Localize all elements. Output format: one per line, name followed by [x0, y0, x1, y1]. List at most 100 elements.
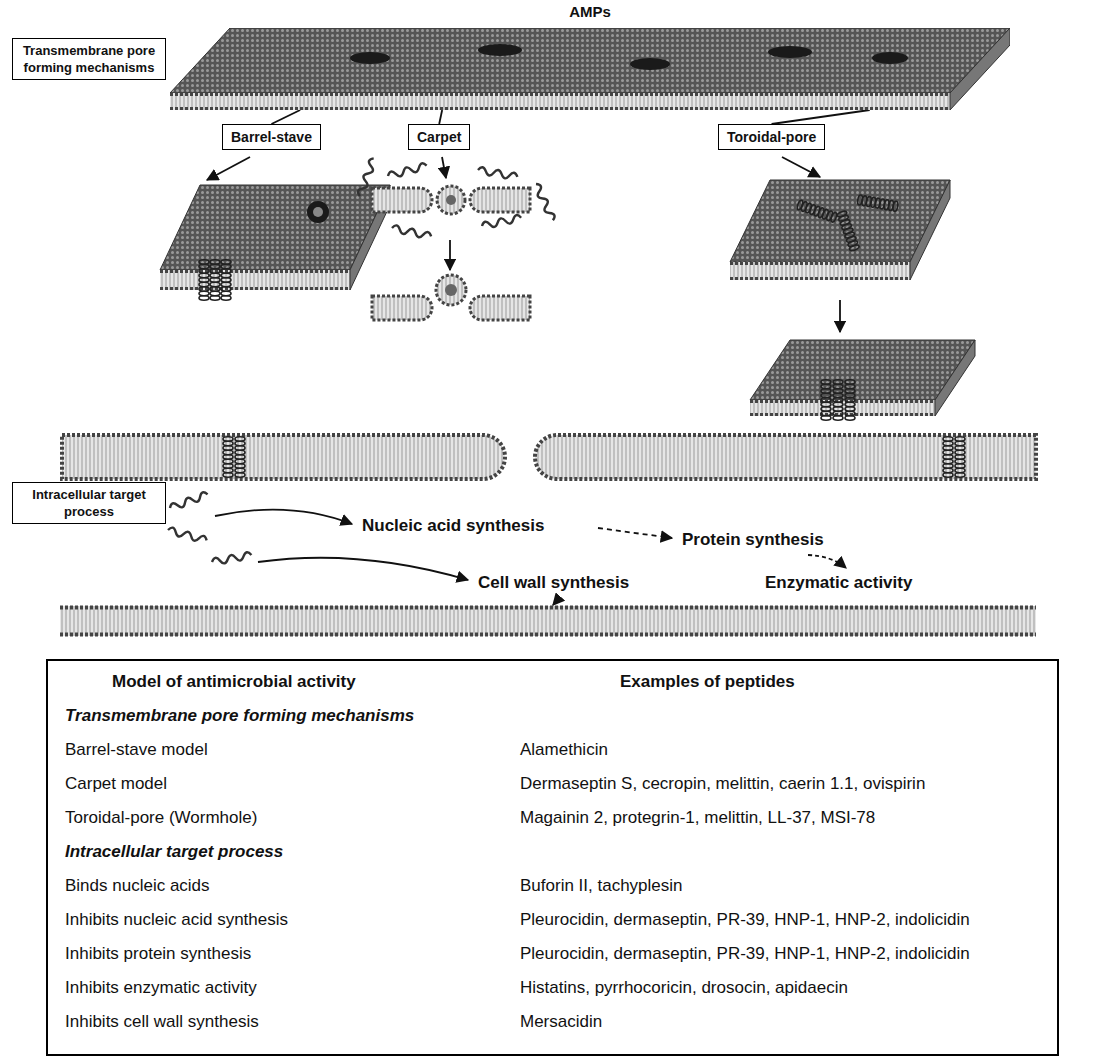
process-arrow — [442, 157, 446, 178]
process-arrow — [553, 597, 560, 605]
table-cell: Inhibits nucleic acid synthesis — [65, 910, 288, 930]
cell-membrane — [60, 606, 1036, 636]
carpet-micelle — [357, 157, 556, 320]
membrane-slab — [630, 58, 670, 70]
membrane-slab — [170, 28, 1010, 110]
carpet-micelle — [470, 296, 530, 320]
barrel-stave-membrane — [160, 270, 350, 273]
connector-line — [772, 110, 870, 124]
table-cell: Pleurocidin, dermaseptin, PR-39, HNP-1, … — [520, 910, 970, 930]
toroidal-pore-membrane — [845, 380, 855, 420]
barrel-stave-membrane — [160, 270, 350, 290]
peptide — [211, 552, 252, 566]
toroidal-pore-membrane — [796, 200, 837, 223]
table-cell: Dermaseptin S, cecropin, melittin, caeri… — [520, 774, 925, 794]
membrane-slab — [768, 46, 812, 58]
table-section: Transmembrane pore forming mechanisms — [65, 706, 414, 726]
cell-membrane — [60, 606, 1036, 610]
process-arrow — [449, 240, 451, 270]
process-arrow — [598, 528, 672, 538]
table-header: Examples of peptides — [620, 672, 795, 692]
table-cell: Histatins, pyrrhocoricin, drosocin, apid… — [520, 978, 848, 998]
carpet-micelle — [387, 162, 427, 179]
cell-membrane — [235, 437, 245, 477]
carpet-micelle — [372, 188, 432, 212]
table-section: Intracellular target process — [65, 842, 283, 862]
table-cell: Alamethicin — [520, 740, 608, 760]
box-text: Intracellular target process — [19, 486, 159, 520]
membrane-slab — [872, 52, 908, 64]
cell-membrane — [62, 435, 505, 479]
membrane-slab — [478, 44, 522, 56]
process-arrow — [782, 157, 820, 177]
toroidal-pore-membrane — [821, 380, 831, 420]
barrel-stave-membrane — [160, 287, 350, 290]
barrel-stave-membrane — [160, 185, 390, 300]
table-frame — [47, 660, 1058, 1055]
carpet-micelle — [437, 186, 465, 214]
barrel-stave-membrane — [313, 207, 323, 217]
table-cell: Mersacidin — [520, 1012, 602, 1032]
carpet-micelle — [533, 183, 556, 222]
process-label: Nucleic acid synthesis — [362, 516, 544, 536]
model-box: Barrel-stave — [222, 124, 321, 150]
toroidal-pore-membrane — [730, 277, 910, 280]
membrane-slab — [170, 107, 950, 110]
process-label: Cell wall synthesis — [478, 573, 629, 593]
barrel-stave-membrane — [199, 260, 209, 300]
process-arrow — [207, 157, 250, 180]
carpet-micelle — [357, 157, 377, 197]
cell-membrane — [60, 633, 1036, 637]
toroidal-pore-membrane — [833, 380, 843, 420]
carpet-micelle — [477, 167, 518, 181]
toroidal-pore-membrane — [857, 195, 899, 212]
barrel-stave-membrane — [210, 260, 220, 300]
membrane-slab — [170, 28, 1010, 93]
table-cell: Buforin II, tachyplesin — [520, 876, 683, 896]
cell-membrane — [535, 435, 1036, 479]
box-text: Transmembrane pore forming mechanisms — [19, 42, 159, 76]
cell-membrane — [62, 435, 1036, 479]
carpet-micelle — [445, 284, 457, 296]
table-cell: Binds nucleic acids — [65, 876, 210, 896]
carpet-micelle — [446, 195, 456, 205]
heading-text: AMPs — [170, 3, 1010, 21]
model-box: Carpet — [408, 124, 470, 150]
carpet-micelle — [372, 296, 432, 320]
membrane-slab — [170, 93, 950, 96]
barrel-stave-membrane — [307, 201, 329, 223]
table-cell: Magainin 2, protegrin-1, melittin, LL-37… — [520, 808, 875, 828]
toroidal-pore-membrane — [837, 210, 860, 251]
cell-membrane — [955, 437, 965, 477]
table-cell: Barrel-stave model — [65, 740, 208, 760]
membrane-slab: AMPs — [170, 28, 1010, 110]
peptide — [169, 491, 209, 511]
table-cell: Inhibits cell wall synthesis — [65, 1012, 259, 1032]
toroidal-pore-membrane — [910, 180, 950, 280]
carpet-micelle — [470, 188, 530, 212]
process-arrow — [215, 510, 352, 524]
barrel-stave-membrane — [221, 260, 231, 300]
model-box: Toroidal-pore — [718, 124, 825, 150]
table-cell: Pleurocidin, dermaseptin, PR-39, HNP-1, … — [520, 944, 970, 964]
process-arrow — [215, 510, 846, 605]
carpet-micelle — [391, 225, 432, 240]
box-text: Barrel-stave — [231, 128, 312, 146]
peptide — [167, 527, 207, 544]
process-arrow — [839, 300, 841, 332]
cell-membrane — [223, 437, 233, 477]
box-text: Toroidal-pore — [727, 128, 816, 146]
connector-line — [439, 110, 442, 124]
process-label: Enzymatic activity — [765, 573, 912, 593]
table-header: Model of antimicrobial activity — [112, 672, 356, 692]
membrane-slab — [350, 52, 390, 64]
table-cell: Inhibits protein synthesis — [65, 944, 251, 964]
process-label: Protein synthesis — [682, 530, 824, 550]
box-text: Carpet — [417, 128, 461, 146]
toroidal-pore-membrane — [730, 262, 910, 265]
cell-membrane — [943, 437, 953, 477]
process-arrow — [258, 558, 468, 580]
